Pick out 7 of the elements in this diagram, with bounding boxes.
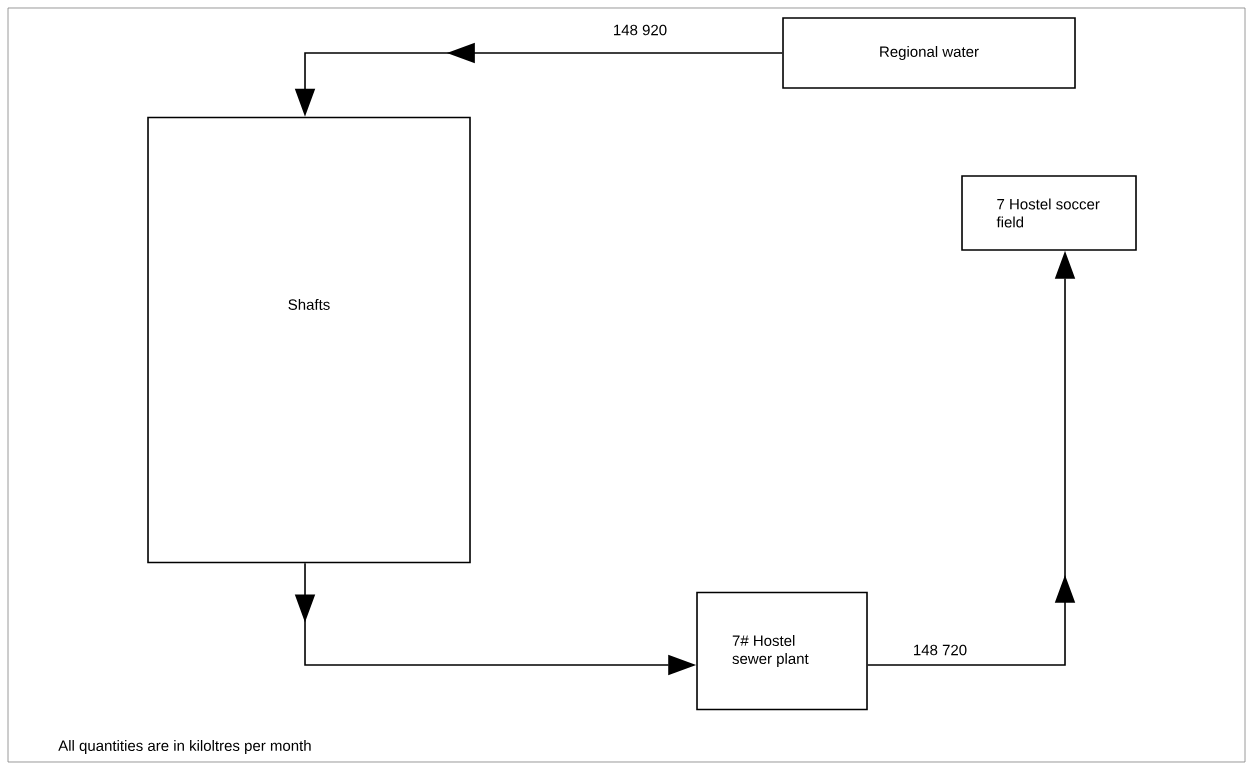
process-box: 7# Hostel sewer plant xyxy=(696,591,868,711)
edge-label: 148 720 xyxy=(910,642,970,658)
edge-label: 148 920 xyxy=(610,22,670,38)
process-box: Shafts xyxy=(147,116,471,564)
process-box: Regional water xyxy=(782,17,1076,89)
process-box: 7 Hostel soccer field xyxy=(961,175,1137,251)
note: All quantities are in kiloltres per month xyxy=(58,740,311,754)
